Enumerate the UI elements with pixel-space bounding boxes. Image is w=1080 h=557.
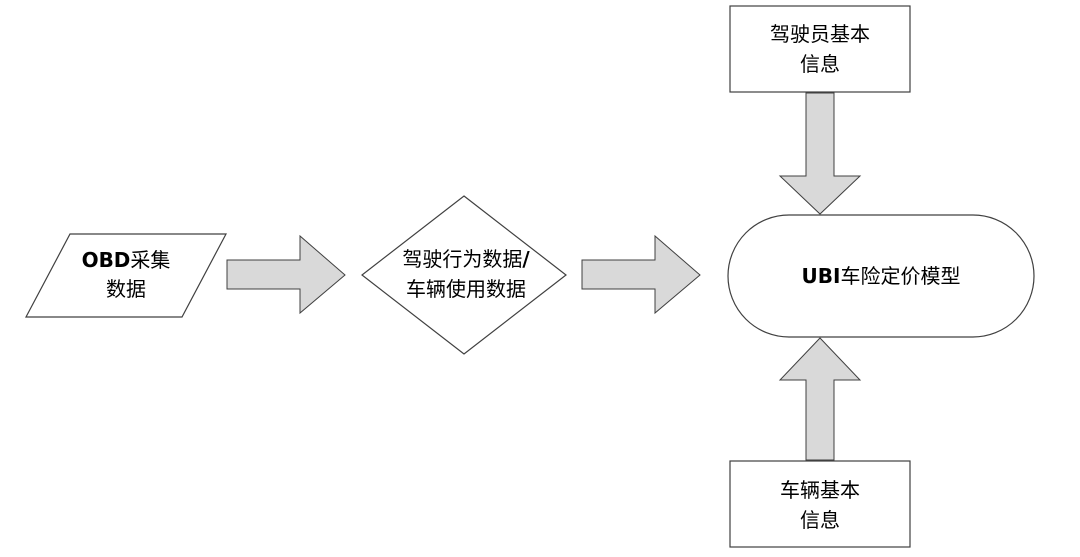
driver-info-box [729, 5, 911, 93]
driver-info-line2: 信息 [800, 52, 840, 76]
ubi-rest: 车险定价模型 [840, 264, 960, 288]
ubi-model-shape [727, 214, 1035, 338]
obd-data-shape [25, 233, 227, 318]
obd-data-line1: OBD采集 [82, 248, 171, 272]
flow-arrow-driver-to-ubi [778, 92, 862, 215]
obd-data-line2: 数据 [106, 277, 146, 301]
obd-line1-rest: 采集 [130, 248, 170, 272]
flow-arrow-vehicle-to-ubi [778, 337, 862, 461]
obd-prefix: OBD [82, 248, 131, 272]
flow-arrow-obd-to-behavior [226, 234, 346, 315]
behavior-data-line2: 车辆使用数据 [406, 277, 526, 301]
behavior-data-node: 驾驶行为数据/ 车辆使用数据 [361, 195, 567, 355]
ubi-model-label: UBI车险定价模型 [802, 264, 961, 288]
vehicle-info-line1: 车辆基本 [780, 478, 860, 502]
behavior-data-shape [361, 195, 567, 355]
obd-data-node: OBD采集 数据 [25, 233, 227, 318]
behavior-line1-text: 驾驶行为数据 [402, 247, 522, 271]
vehicle-info-node: 车辆基本 信息 [729, 460, 911, 548]
ubi-model-node: UBI车险定价模型 [727, 214, 1035, 338]
driver-info-line1: 驾驶员基本 [770, 22, 870, 46]
driver-info-node: 驾驶员基本 信息 [729, 5, 911, 93]
behavior-data-line1: 驾驶行为数据/ [402, 247, 530, 271]
ubi-prefix: UBI [802, 264, 841, 288]
vehicle-info-line2: 信息 [800, 508, 840, 532]
vehicle-info-box [729, 460, 911, 548]
behavior-line1-suffix: / [522, 247, 530, 271]
flow-arrow-behavior-to-ubi [581, 234, 701, 315]
